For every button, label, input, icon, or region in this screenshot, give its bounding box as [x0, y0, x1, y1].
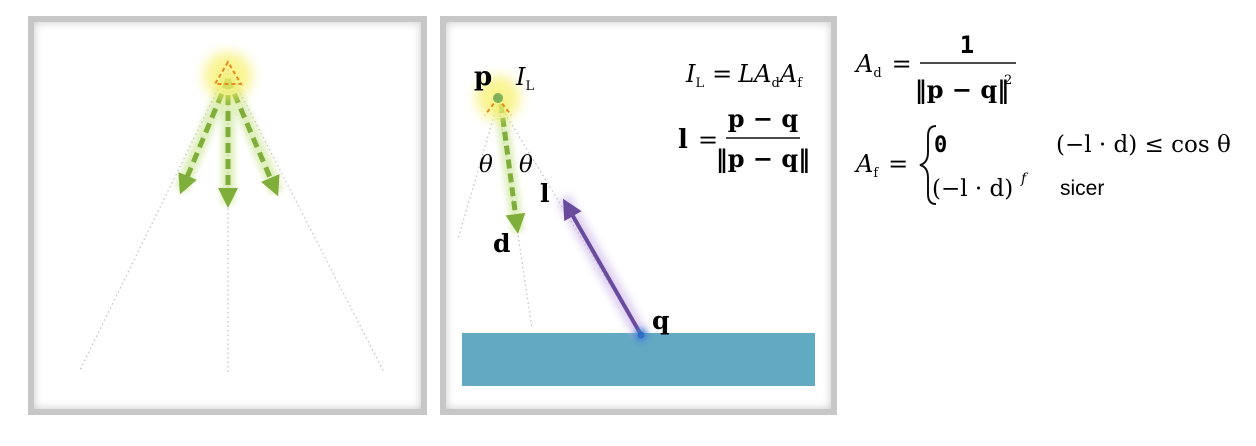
spotlight-geometry-panel: p IL θ θ d l q IL=LAdAf l = p − q ‖p − q…	[440, 16, 837, 415]
equation-light-direction: l = p − q ‖p − q‖	[678, 104, 810, 173]
attenuation-formulas: Ad= 1 ‖p − q‖ 2 Af= 0 (−l · d) ≤ cos θ (…	[854, 31, 1231, 205]
svg-text:l: l	[678, 125, 688, 155]
svg-text:Af=: Af=	[854, 150, 908, 181]
svg-text:0: 0	[934, 133, 947, 158]
svg-text:p − q: p − q	[728, 104, 799, 133]
surface-plane	[462, 333, 815, 386]
light-source-icon	[476, 76, 520, 120]
label-IL: IL	[515, 63, 534, 94]
formula-spot-attenuation: Af= 0 (−l · d) ≤ cos θ (−l · d) f sicer	[854, 125, 1231, 205]
label-theta-left: θ	[479, 152, 493, 178]
svg-text:‖p − q‖: ‖p − q‖	[716, 144, 810, 173]
svg-text:f: f	[1020, 171, 1029, 187]
svg-text:sicer: sicer	[1060, 177, 1104, 200]
label-theta-right: θ	[519, 152, 533, 178]
svg-text:=: =	[698, 126, 718, 154]
label-d: d	[493, 229, 510, 258]
svg-text:‖p − q‖: ‖p − q‖	[915, 75, 1009, 104]
svg-text:IL=LAdAf: IL=LAdAf	[685, 60, 803, 91]
label-p: p	[474, 62, 492, 92]
formula-distance-attenuation: Ad= 1 ‖p − q‖ 2	[854, 31, 1016, 104]
svg-text:Ad=: Ad=	[854, 50, 912, 81]
svg-text:(−l · d) ≤ cos θ: (−l · d) ≤ cos θ	[1056, 132, 1231, 158]
label-l: l	[540, 179, 550, 208]
svg-text:(−l · d): (−l · d)	[932, 176, 1013, 202]
spotlight-cone-diagram	[78, 52, 385, 375]
svg-text:2: 2	[1004, 73, 1012, 88]
light-vector-arrow	[563, 198, 642, 334]
spotlight-cone-panel	[28, 16, 427, 415]
spot-direction-arrow	[498, 103, 526, 234]
cases-brace	[919, 125, 937, 205]
light-source-icon	[204, 52, 252, 100]
equation-intensity: IL=LAdAf	[685, 60, 803, 91]
spotlight-geometry-diagram: p IL θ θ d l q IL=LAdAf l = p − q ‖p − q…	[457, 60, 815, 386]
svg-text:1: 1	[960, 31, 974, 59]
label-q: q	[652, 306, 669, 335]
